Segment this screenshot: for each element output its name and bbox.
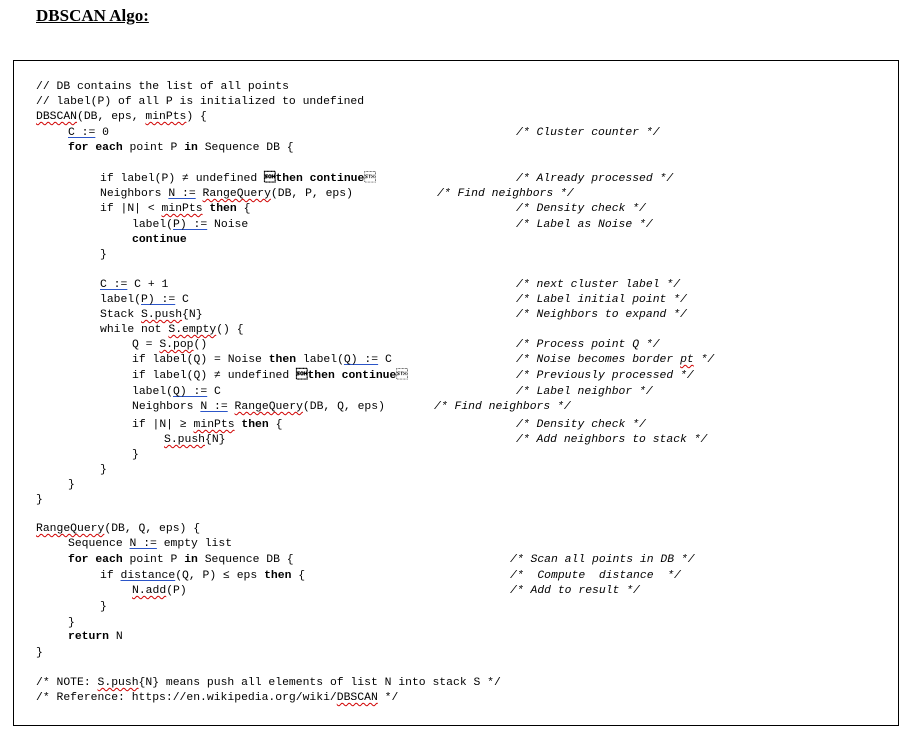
code-line: label(Q) := C <box>132 386 221 398</box>
code-line: while not S.empty() { <box>100 324 244 336</box>
code-line: for each point P in Sequence DB { <box>68 554 294 566</box>
code-line: } <box>100 464 107 476</box>
code-comment: /* Process point Q */ <box>516 339 660 351</box>
code-line: } <box>36 494 43 506</box>
code-line: Q = S.pop() <box>132 339 208 351</box>
code-line: RangeQuery(DB, Q, eps) { <box>36 523 201 535</box>
code-line: C := 0 <box>68 127 110 139</box>
code-line: } <box>132 449 139 461</box>
page-title: DBSCAN Algo: <box>36 6 149 25</box>
code-comment: /* Find neighbors */ <box>434 401 571 413</box>
code-comment: /* Noise becomes border pt */ <box>516 354 715 366</box>
code-line: return N <box>68 631 123 643</box>
code-line: continue <box>132 234 187 246</box>
code-comment: /* Label as Noise */ <box>516 219 653 231</box>
code-comment: /* Label initial point */ <box>516 294 687 306</box>
code-line: if label(P) ≠ undefined then continue <box>100 173 376 185</box>
code-comment: /* Density check */ <box>516 419 646 431</box>
code-line: if |N| ≥ minPts then { <box>132 419 283 431</box>
code-line: DBSCAN(DB, eps, minPts) { <box>36 111 207 123</box>
code-line: Neighbors N := RangeQuery(DB, Q, eps) <box>132 401 385 413</box>
code-line: for each point P in Sequence DB { <box>68 142 294 154</box>
code-comment: /* Cluster counter */ <box>516 127 660 139</box>
code-comment: /* Add to result */ <box>510 585 640 597</box>
code-line: // label(P) of all P is initialized to u… <box>36 96 365 108</box>
code-line: } <box>100 601 107 613</box>
code-line: } <box>68 617 75 629</box>
code-comment: /* Add neighbors to stack */ <box>516 434 708 446</box>
code-line: Sequence N := empty list <box>68 538 233 550</box>
code-line: label(P) := C <box>100 294 189 306</box>
code-line: /* Reference: https://en.wikipedia.org/w… <box>36 692 399 704</box>
code-line: if label(Q) ≠ undefined then continue <box>132 370 408 382</box>
code-line: } <box>100 249 107 261</box>
code-line: } <box>36 647 43 659</box>
code-comment: /* Label neighbor */ <box>516 386 653 398</box>
code-comment: /* Previously processed */ <box>516 370 694 382</box>
code-comment: /* Already processed */ <box>516 173 674 185</box>
code-line: } <box>68 479 75 491</box>
code-line: Neighbors N := RangeQuery(DB, P, eps) <box>100 188 353 200</box>
code-line: Stack S.push{N} <box>100 309 203 321</box>
code-box <box>13 60 899 726</box>
code-line: /* NOTE: S.push{N} means push all elemen… <box>36 677 501 689</box>
code-comment: /* Neighbors to expand */ <box>516 309 687 321</box>
code-comment: /* Scan all points in DB */ <box>510 554 695 566</box>
code-comment: /* next cluster label */ <box>516 279 681 291</box>
code-comment: /* Compute distance */ <box>510 570 681 582</box>
code-line: S.push{N} <box>164 434 226 446</box>
code-line: if |N| < minPts then { <box>100 203 251 215</box>
code-line: N.add(P) <box>132 585 187 597</box>
code-line: if distance(Q, P) ≤ eps then { <box>100 570 306 582</box>
code-line: if label(Q) = Noise then label(Q) := C <box>132 354 392 366</box>
code-line: // DB contains the list of all points <box>36 81 289 93</box>
code-comment: /* Density check */ <box>516 203 646 215</box>
code-comment: /* Find neighbors */ <box>437 188 574 200</box>
code-line: label(P) := Noise <box>132 219 249 231</box>
code-line: C := C + 1 <box>100 279 169 291</box>
